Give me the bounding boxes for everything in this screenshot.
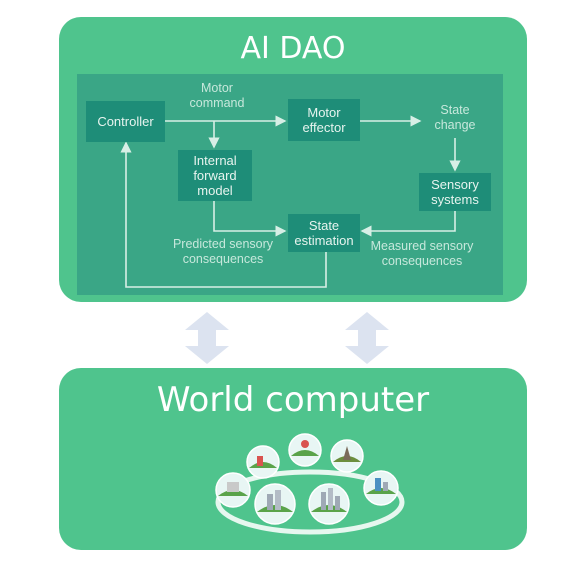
controller-box: Controller — [86, 101, 165, 142]
world-computer-title: World computer — [156, 380, 430, 420]
globe-5 — [254, 483, 296, 525]
motor-command-label: Motor command — [189, 81, 245, 110]
world-globes-illustration — [215, 433, 405, 535]
arrow-forward-model-to-estimation — [213, 201, 287, 237]
motor-effector-box: Motor effector — [288, 99, 360, 141]
arrow-estimation-to-controller — [120, 141, 327, 288]
globe-6 — [308, 483, 350, 525]
internal-forward-model-box: Internal forward model — [178, 150, 252, 201]
globe-2 — [288, 433, 322, 467]
right-bidirectional-arrow-icon — [345, 312, 389, 364]
state-estimation-box: State estimation — [288, 214, 360, 252]
measured-sensory-label: Measured sensory consequences — [370, 239, 474, 268]
globe-3 — [330, 439, 364, 473]
ai-dao-title: AI DAO — [240, 31, 346, 66]
arrow-sensory-to-estimation — [360, 210, 456, 237]
predicted-sensory-label: Predicted sensory consequences — [172, 237, 274, 266]
left-bidirectional-arrow-icon — [185, 312, 229, 364]
globe-4 — [215, 472, 251, 508]
globe-7 — [363, 470, 399, 506]
state-change-label: State change — [434, 103, 476, 132]
sensory-systems-box: Sensory systems — [419, 173, 491, 211]
globe-1 — [246, 445, 280, 479]
